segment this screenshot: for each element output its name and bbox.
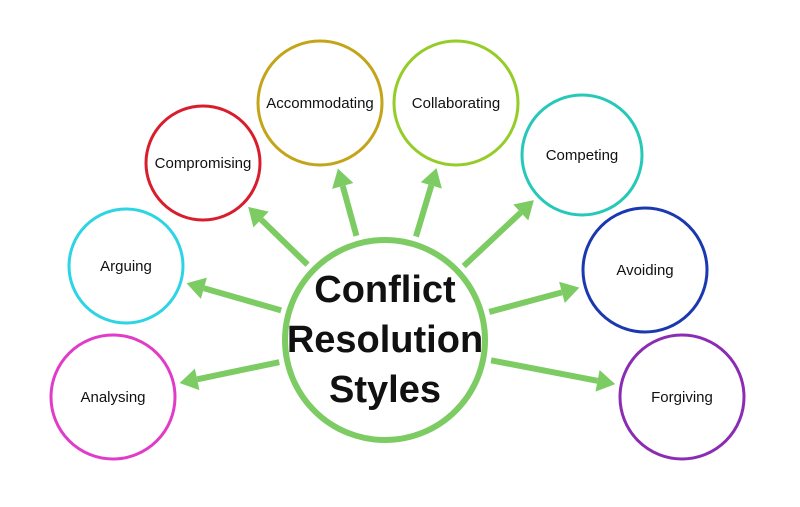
arrow-head-icon [248,206,269,228]
style-node-accommodating: Accommodating [256,39,384,167]
title-line-2: Resolution [287,319,483,361]
title-line-1: Conflict [314,269,456,311]
style-node-compromising: Compromising [144,104,262,222]
center-node: Conflict Resolution Styles [282,237,488,443]
arrow-head-icon [179,368,200,391]
arrow-head-icon [595,369,616,392]
arrow-head-icon [513,200,534,221]
style-circle [256,39,384,167]
style-label: Forgiving [651,389,713,406]
arrow-shaft [339,185,360,237]
style-node-arguing: Arguing [67,207,185,325]
style-circle [392,39,520,167]
style-label: Compromising [155,155,252,172]
arrow-shaft [203,285,282,314]
arrow-head-icon [332,168,354,189]
style-circle [144,104,262,222]
style-node-avoiding: Avoiding [581,206,709,334]
arrow-shaft [413,184,435,238]
arrow-shaft [196,359,280,383]
arrows [179,168,616,392]
arrow-head-icon [420,168,442,189]
arrow-shaft [461,210,523,269]
style-label: Collaborating [412,95,500,112]
style-node-collaborating: Collaborating [392,39,520,167]
arrow-shaft [490,357,599,384]
style-label: Competing [546,147,619,164]
arrow-head-icon [559,281,580,303]
style-node-analysing: Analysing [49,333,177,461]
style-nodes: Analysing Arguing Compromising Accommodatin… [49,39,746,461]
style-circle [618,333,746,461]
arrow-shaft [258,217,310,267]
arrow-shaft [488,289,563,315]
style-label: Accommodating [266,95,374,112]
style-circle [49,333,177,461]
style-circle [520,93,644,217]
style-circle [581,206,709,334]
title-line-3: Styles [329,369,441,411]
center-circle [282,237,488,443]
style-node-competing: Competing [520,93,644,217]
style-label: Analysing [80,389,145,406]
style-node-forgiving: Forgiving [618,333,746,461]
arrow-head-icon [186,277,207,299]
style-circle [67,207,185,325]
style-label: Avoiding [616,262,673,279]
style-label: Arguing [100,258,152,275]
